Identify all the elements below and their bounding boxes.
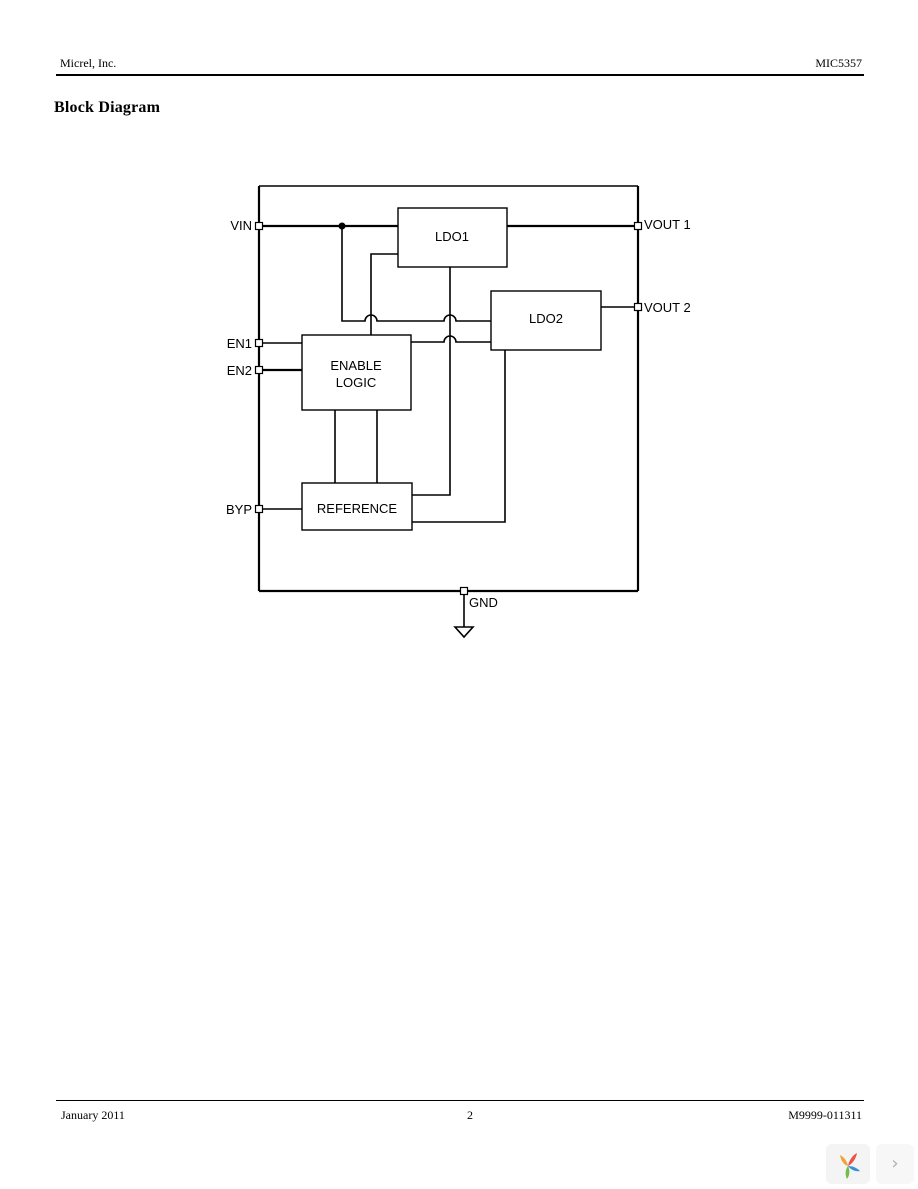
pin-label-byp: BYP [226, 502, 252, 517]
block-ldo2: LDO2 [490, 290, 602, 351]
pin-vout2 [633, 302, 643, 312]
footer-date: January 2011 [61, 1108, 125, 1122]
block-enable-label-line2: LOGIC [336, 375, 376, 390]
header-part-number: MIC5357 [815, 56, 862, 70]
wire-ldo2-reference [412, 350, 506, 523]
block-ldo1: LDO1 [397, 207, 508, 268]
pin-label-vin: VIN [230, 218, 252, 233]
footer-rule [56, 1100, 864, 1101]
section-title: Block Diagram [54, 99, 161, 116]
block-enable-logic: ENABLE LOGIC [301, 334, 412, 411]
pin-label-vout2: VOUT 2 [644, 300, 691, 315]
pin-vin [254, 221, 264, 231]
wire-vin-ldo2 [341, 226, 491, 322]
footer-page-number: 2 [467, 1108, 473, 1122]
wire-enable-ldo2 [411, 335, 491, 343]
pin-label-en2: EN2 [227, 363, 252, 378]
chevron-right-icon[interactable]: › [876, 1144, 914, 1184]
pin-vout1 [633, 221, 643, 231]
header-company: Micrel, Inc. [60, 56, 117, 70]
pin-label-gnd: GND [469, 595, 498, 610]
block-diagram: LDO1 LDO2 ENABLE LOGIC REFERENCE VIN EN1… [226, 185, 691, 639]
header-rule [56, 74, 864, 76]
block-ldo1-label: LDO1 [435, 229, 469, 244]
wire-enable-ldo1 [370, 253, 398, 335]
pin-en1 [254, 338, 264, 348]
footer-doc-number: M9999-011311 [788, 1108, 862, 1122]
pin-byp [254, 504, 264, 514]
viewer-logo-icon[interactable] [826, 1144, 870, 1184]
pin-label-en1: EN1 [227, 336, 252, 351]
wire-ldo1-reference [412, 267, 451, 496]
pin-label-vout1: VOUT 1 [644, 217, 691, 232]
block-reference: REFERENCE [301, 482, 413, 531]
pin-en2 [254, 365, 264, 375]
block-enable-label-line1: ENABLE [330, 358, 382, 373]
viewer-widget: › [818, 1140, 914, 1184]
block-reference-label: REFERENCE [317, 501, 398, 516]
pin-gnd [459, 586, 469, 596]
ground-symbol-icon [453, 626, 475, 639]
block-ldo2-label: LDO2 [529, 311, 563, 326]
